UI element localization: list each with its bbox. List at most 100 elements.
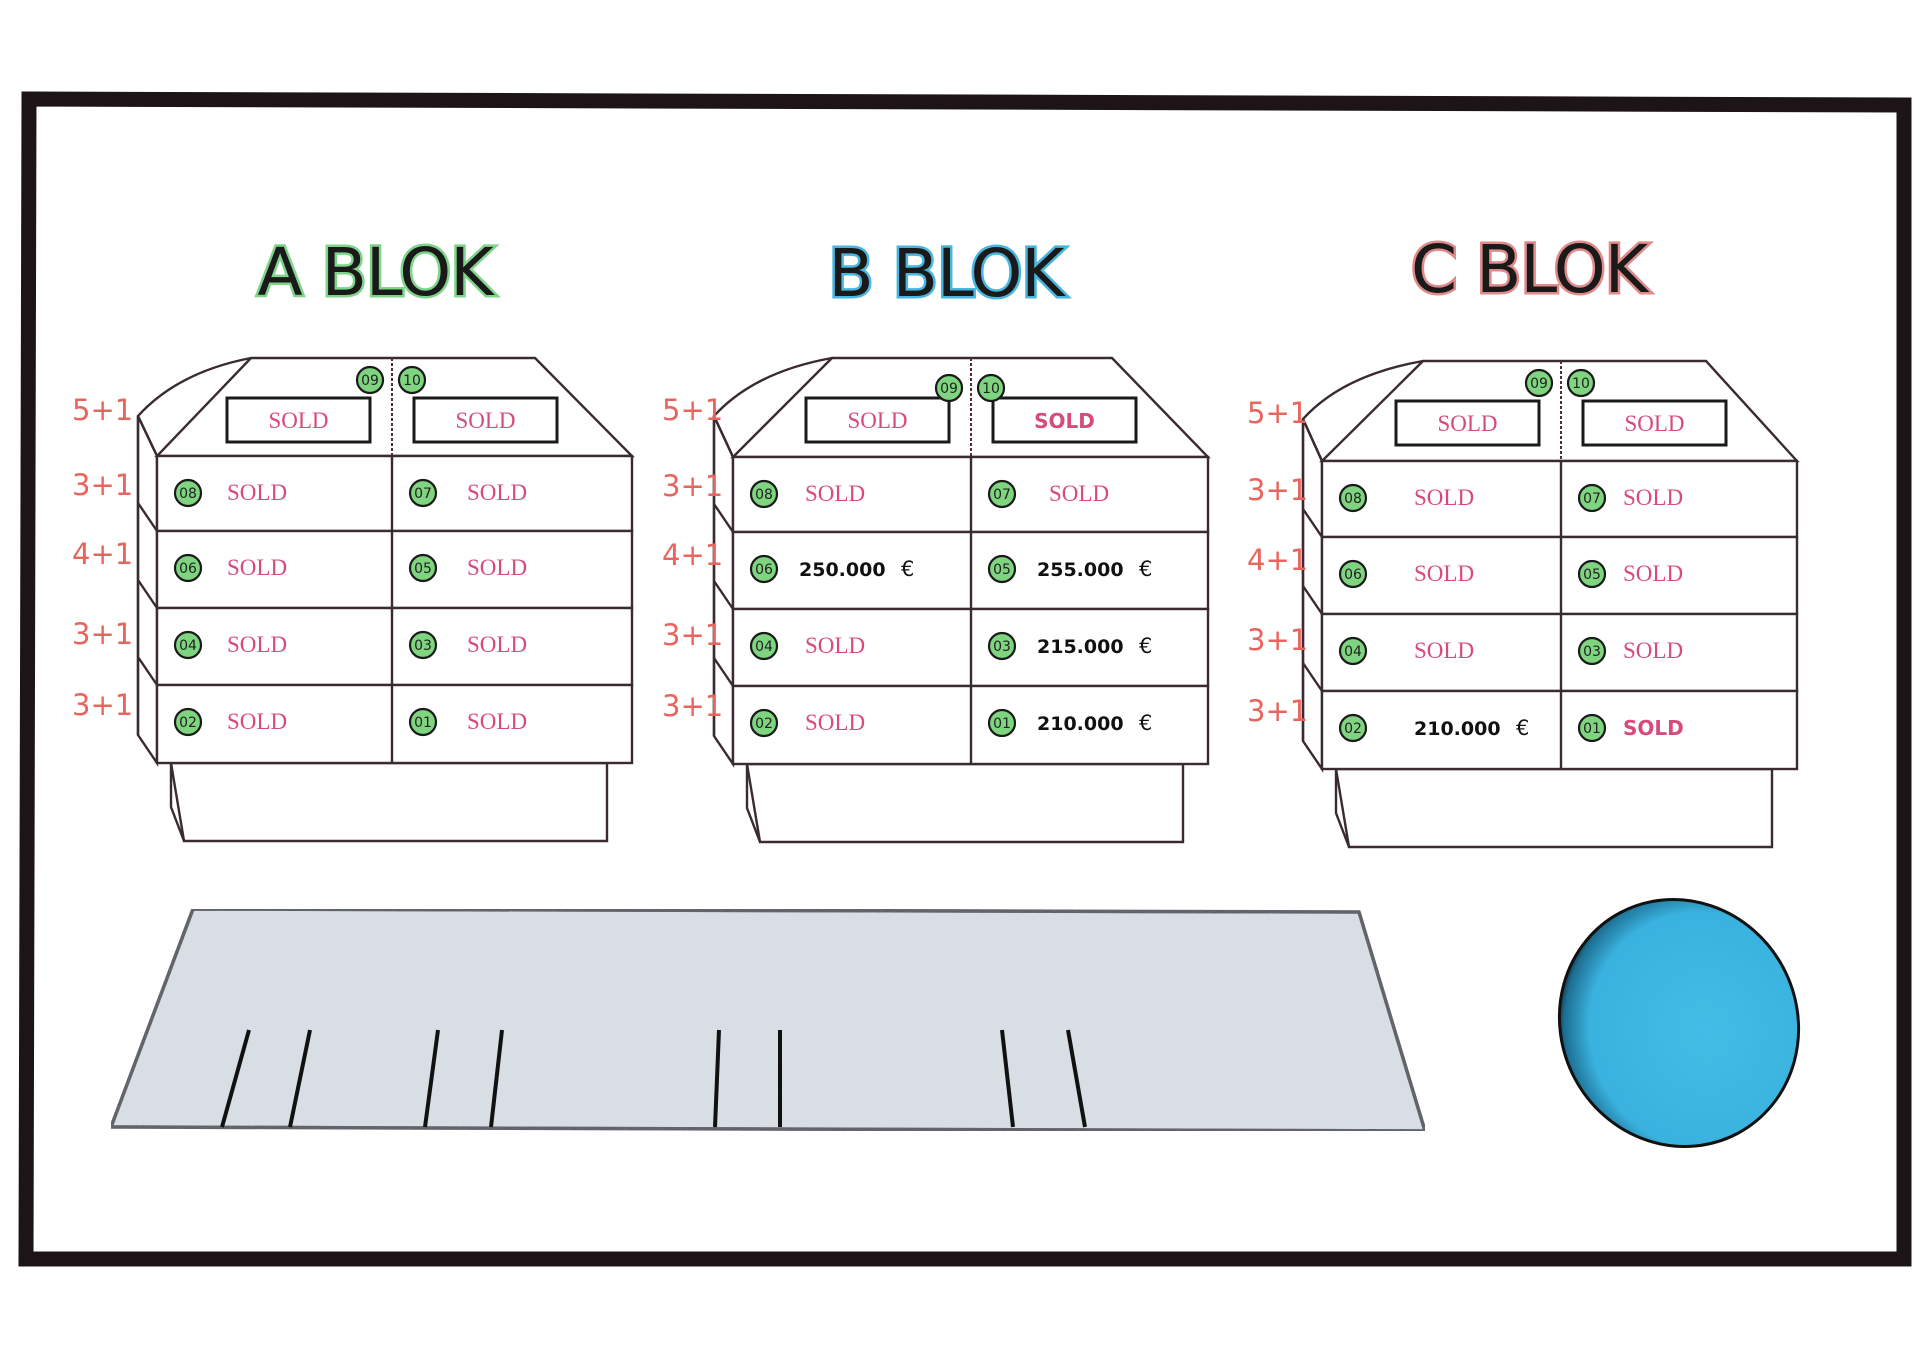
badge-circle <box>408 478 438 508</box>
sold-status: SOLD <box>1414 485 1474 510</box>
building-side-face <box>136 415 159 767</box>
badge-circle <box>1338 559 1368 589</box>
unit-number: 06 <box>755 562 773 578</box>
badge-circle <box>987 554 1017 584</box>
side-face-step <box>137 656 158 686</box>
unit-number: 09 <box>940 381 958 397</box>
currency-symbol: € <box>1139 557 1152 581</box>
unit-number-badge[interactable]: 03 <box>408 630 438 660</box>
badge-circle <box>173 630 203 660</box>
sold-status: SOLD <box>467 632 527 657</box>
penthouse-unit-right[interactable]: SOLD <box>412 396 559 444</box>
unit-number-badge[interactable]: 07 <box>987 479 1017 509</box>
badge-circle <box>749 554 779 584</box>
unit-number-badge[interactable]: 06 <box>1338 559 1368 589</box>
sold-status: SOLD <box>455 408 515 433</box>
badge-circle <box>1577 636 1607 666</box>
unit-number-badge[interactable]: 05 <box>408 553 438 583</box>
badge-circle <box>173 553 203 583</box>
sold-status: SOLD <box>1437 411 1497 436</box>
sold-status: SOLD <box>1624 411 1684 436</box>
badge-circle <box>1338 713 1368 743</box>
floor-row <box>1320 689 1799 771</box>
unit-number-badge[interactable]: 06 <box>173 553 203 583</box>
sold-status: SOLD <box>1623 716 1684 740</box>
floor-row <box>155 683 634 765</box>
badge-circle <box>749 479 779 509</box>
unit-number-badge[interactable]: 04 <box>1338 636 1368 666</box>
unit-number-badge[interactable]: 01 <box>987 708 1017 738</box>
unit-number-badge[interactable]: 10 <box>1566 368 1596 398</box>
building-base-side <box>745 764 762 843</box>
unit-number-badge[interactable]: 05 <box>987 554 1017 584</box>
unit-number-badge[interactable]: 05 <box>1577 559 1607 589</box>
block-title: B BLOK <box>828 235 1066 312</box>
currency-symbol: € <box>1516 716 1529 740</box>
unit-number: 02 <box>1344 721 1362 737</box>
unit-number-badge[interactable]: 09 <box>934 373 964 403</box>
badge-circle <box>408 630 438 660</box>
side-face-step <box>713 580 734 610</box>
unit-number: 03 <box>993 639 1011 655</box>
sold-box <box>1581 399 1728 447</box>
unit-number-badge[interactable]: 08 <box>173 478 203 508</box>
floor-type-label: 4+1 <box>662 538 723 572</box>
unit-number-badge[interactable]: 06 <box>749 554 779 584</box>
unit-number-badge[interactable]: 08 <box>749 479 779 509</box>
penthouse-unit-right[interactable]: SOLD <box>991 396 1138 444</box>
unit-number: 10 <box>1572 376 1590 392</box>
unit-number: 08 <box>1344 491 1362 507</box>
sold-status: SOLD <box>805 710 865 735</box>
side-face-step <box>137 579 158 609</box>
unit-number-badge[interactable]: 07 <box>1577 483 1607 513</box>
penthouse-unit-left[interactable]: SOLD <box>225 396 372 444</box>
floor-type-label: 3+1 <box>72 617 133 651</box>
unit-number-badge[interactable]: 08 <box>1338 483 1368 513</box>
unit-number-badge[interactable]: 01 <box>1577 713 1607 743</box>
sold-status: SOLD <box>227 709 287 734</box>
parking-area <box>108 907 1428 1133</box>
unit-number-badge[interactable]: 07 <box>408 478 438 508</box>
unit-number: 09 <box>361 373 379 389</box>
sold-status: SOLD <box>1414 638 1474 663</box>
floor-type-label: 3+1 <box>1247 473 1308 507</box>
sold-status: SOLD <box>227 632 287 657</box>
unit-number-badge[interactable]: 02 <box>1338 713 1368 743</box>
unit-price: 250.000 <box>799 559 886 581</box>
unit-number-badge[interactable]: 01 <box>408 707 438 737</box>
unit-number-badge[interactable]: 10 <box>397 365 427 395</box>
unit-number-badge[interactable]: 03 <box>987 631 1017 661</box>
penthouse-unit-left[interactable]: SOLD <box>804 396 951 444</box>
floor-type-label: 3+1 <box>72 468 133 502</box>
unit-number: 07 <box>993 487 1011 503</box>
side-face-step <box>1302 508 1323 538</box>
sold-status: SOLD <box>1049 481 1109 506</box>
unit-number-badge[interactable]: 02 <box>749 708 779 738</box>
roof-side <box>712 356 833 458</box>
sold-status: SOLD <box>1623 485 1683 510</box>
sold-status: SOLD <box>227 555 287 580</box>
unit-number: 03 <box>414 638 432 654</box>
unit-number-badge[interactable]: 04 <box>749 631 779 661</box>
unit-number-badge[interactable]: 10 <box>976 373 1006 403</box>
unit-number: 08 <box>179 486 197 502</box>
unit-number-badge[interactable]: 09 <box>1524 368 1554 398</box>
floor-type-label: 3+1 <box>662 618 723 652</box>
badge-circle <box>355 365 385 395</box>
penthouse-unit-left[interactable]: SOLD <box>1394 399 1541 447</box>
unit-number-badge[interactable]: 09 <box>355 365 385 395</box>
unit-number-badge[interactable]: 04 <box>173 630 203 660</box>
sold-status: SOLD <box>847 408 907 433</box>
badge-circle <box>749 708 779 738</box>
floor-type-label: 3+1 <box>662 689 723 723</box>
unit-number-badge[interactable]: 03 <box>1577 636 1607 666</box>
sold-box <box>412 396 559 444</box>
penthouse-unit-right[interactable]: SOLD <box>1581 399 1728 447</box>
unit-number: 05 <box>414 561 432 577</box>
unit-number-badge[interactable]: 02 <box>173 707 203 737</box>
parking-space-divider <box>489 1029 504 1128</box>
sold-status: SOLD <box>1414 561 1474 586</box>
